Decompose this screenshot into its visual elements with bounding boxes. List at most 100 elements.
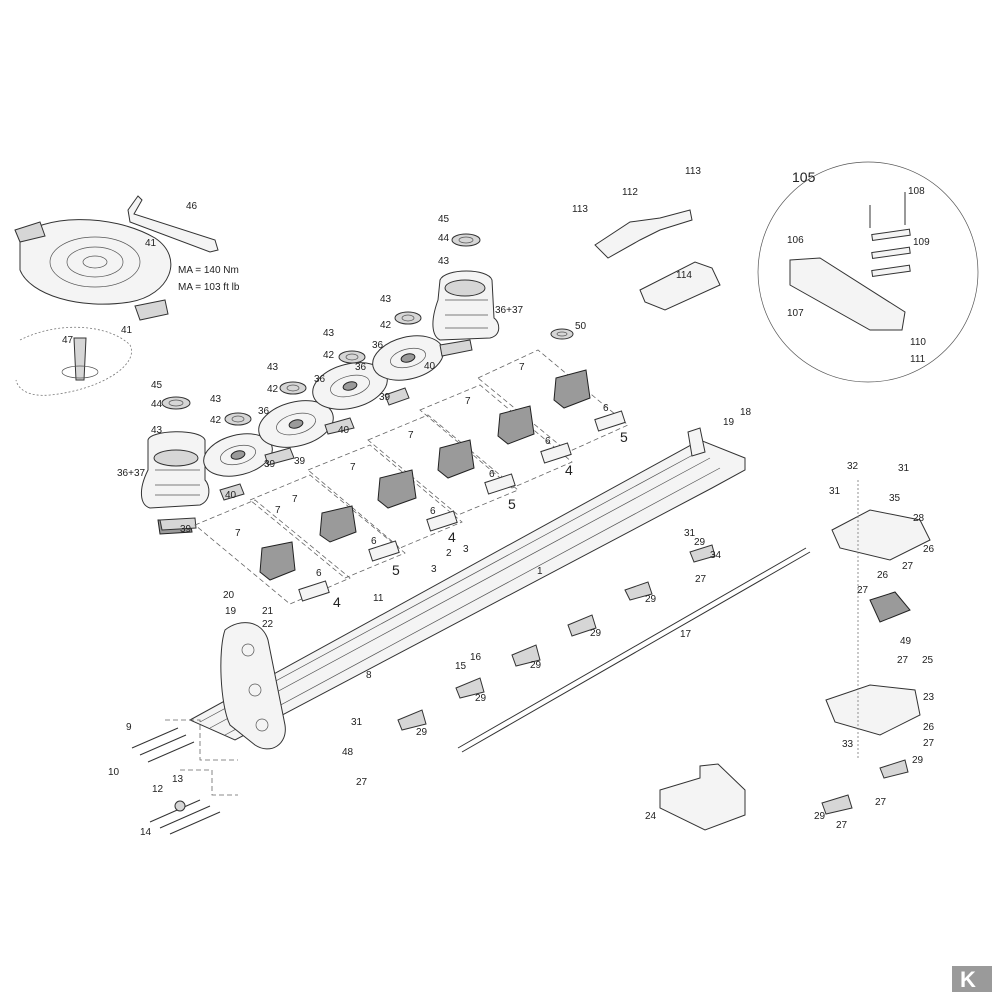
callout-7: 7 xyxy=(350,462,356,473)
callout-39: 39 xyxy=(294,456,306,467)
callout-111: 111 xyxy=(910,354,926,365)
torque-spec: MA = 140 Nm MA = 103 ft lb xyxy=(178,265,240,293)
callout-1: 1 xyxy=(537,566,543,577)
callout-108: 108 xyxy=(908,186,925,197)
callout-7: 7 xyxy=(408,430,414,441)
inset-detail-105 xyxy=(757,161,979,383)
callout-43: 43 xyxy=(267,362,279,373)
callout-27: 27 xyxy=(695,574,707,585)
callout-33: 33 xyxy=(842,739,854,750)
callout-7: 7 xyxy=(275,505,281,516)
callout-46: 46 xyxy=(186,201,198,212)
callout-6: 6 xyxy=(430,506,436,517)
callout-24: 24 xyxy=(645,811,657,822)
bearing-housings xyxy=(259,369,591,581)
callout-11: 11 xyxy=(373,593,384,604)
bolts-left xyxy=(131,719,238,835)
callout-36: 36 xyxy=(355,362,367,373)
blade-clips xyxy=(159,339,473,531)
cutting-discs xyxy=(203,335,444,477)
callout-44: 44 xyxy=(438,233,450,244)
callout-44: 44 xyxy=(151,399,163,410)
callout-4: 4 xyxy=(448,529,456,545)
callout-36: 36 xyxy=(314,374,326,385)
callout-43: 43 xyxy=(380,294,392,305)
callout-31: 31 xyxy=(684,528,696,539)
cutter-bar xyxy=(188,427,746,741)
callout-43: 43 xyxy=(151,425,163,436)
end-housing xyxy=(220,622,286,750)
callout-36: 36 xyxy=(258,406,270,417)
callout-9: 9 xyxy=(126,722,132,733)
callout-26: 26 xyxy=(877,570,889,581)
callout-31: 31 xyxy=(351,717,363,728)
callout-40: 40 xyxy=(225,490,237,501)
torque-metric: MA = 140 Nm xyxy=(178,265,239,276)
gearbox-tower-left xyxy=(141,431,210,535)
callout-27: 27 xyxy=(902,561,914,572)
callout-34: 34 xyxy=(710,550,722,561)
callout-18: 18 xyxy=(740,407,752,418)
callout-27: 27 xyxy=(875,797,887,808)
callout-43: 43 xyxy=(323,328,335,339)
callout-35: 35 xyxy=(889,493,901,504)
callout-14: 14 xyxy=(140,827,152,838)
callout-39: 39 xyxy=(180,524,192,535)
callout-23: 23 xyxy=(923,692,935,703)
brackets-29 xyxy=(397,544,909,815)
callout-29: 29 xyxy=(814,811,826,822)
callout-36: 36 xyxy=(372,340,384,351)
callout-6: 6 xyxy=(371,536,377,547)
callout-41: 41 xyxy=(145,238,157,249)
callout-29: 29 xyxy=(912,755,924,766)
callout-40: 40 xyxy=(424,361,436,372)
callout-106: 106 xyxy=(787,235,804,246)
callout-42: 42 xyxy=(267,384,279,395)
callout-42: 42 xyxy=(210,415,222,426)
callout-5: 5 xyxy=(392,562,400,578)
callout-50: 50 xyxy=(575,321,587,332)
callout-15: 15 xyxy=(455,661,467,672)
callout-48: 48 xyxy=(342,747,354,758)
callout-25: 25 xyxy=(922,655,934,666)
callout-29: 29 xyxy=(416,727,428,738)
callout-29: 29 xyxy=(694,537,706,548)
module-boxes xyxy=(194,349,629,605)
callout-110: 110 xyxy=(910,337,926,348)
k-logo: K xyxy=(952,966,992,992)
blade-disc-top-left xyxy=(14,219,172,321)
callout-6: 6 xyxy=(489,469,495,480)
callout-27: 27 xyxy=(857,585,869,596)
bracket-112 xyxy=(594,209,693,259)
callout-7: 7 xyxy=(519,362,525,373)
callout-26: 26 xyxy=(923,544,935,555)
torque-imperial: MA = 103 ft lb xyxy=(178,282,240,293)
callout-114: 114 xyxy=(676,270,692,281)
inset-title-105: 105 xyxy=(792,169,816,185)
callout-4: 4 xyxy=(333,594,341,610)
callout-8: 8 xyxy=(366,670,372,681)
callout-45: 45 xyxy=(438,214,450,225)
callout-39: 39 xyxy=(264,459,276,470)
callout-7: 7 xyxy=(292,494,298,505)
callout-26: 26 xyxy=(923,722,935,733)
callout-29: 29 xyxy=(475,693,487,704)
callout-29: 29 xyxy=(645,594,657,605)
callout-6: 6 xyxy=(603,403,609,414)
callout-17: 17 xyxy=(680,629,692,640)
callout-49: 49 xyxy=(900,636,912,647)
callout-7: 7 xyxy=(235,528,241,539)
callout-32: 32 xyxy=(847,461,859,472)
callout-43: 43 xyxy=(438,256,450,267)
callout-41: 41 xyxy=(121,325,133,336)
rod-17 xyxy=(457,547,811,753)
callout-42: 42 xyxy=(380,320,392,331)
callout-29: 29 xyxy=(530,660,542,671)
callout-36-37: 36+37 xyxy=(495,305,524,316)
callout-28: 28 xyxy=(913,513,925,524)
seal-plates-6 xyxy=(298,410,626,602)
callout-36-37: 36+37 xyxy=(117,468,146,479)
callout-labels: 1 2 3 3 4 4 4 5 5 5 6 6 6 6 6 6 7 7 7 7 … xyxy=(62,166,935,838)
callout-21: 21 xyxy=(262,606,274,617)
callout-40: 40 xyxy=(338,425,350,436)
